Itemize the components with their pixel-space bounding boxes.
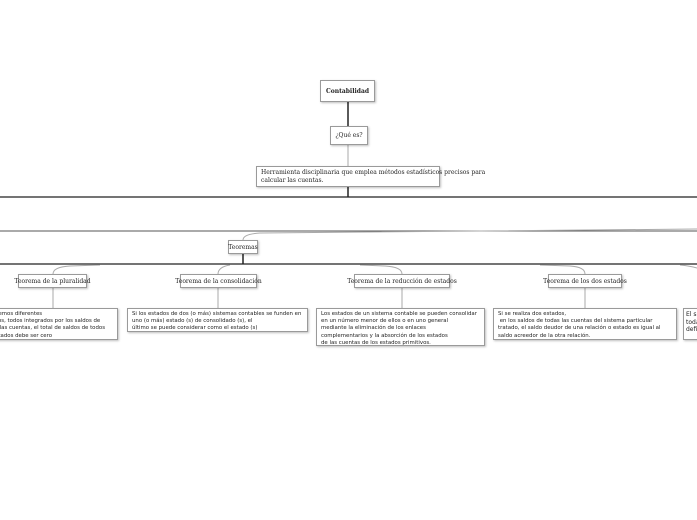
theorem-title: Teorema de la reducción de estados [347, 277, 457, 285]
theorem-title: Teorema de los dos estados [543, 277, 627, 285]
theorem-plurality-node[interactable]: Teorema de la pluralidad [14, 274, 91, 288]
consolidation-description[interactable]: Si los estados de dos (o más) sistemas c… [127, 308, 308, 332]
theorem-consolidation-node[interactable]: Teorema de la consolidación [175, 274, 262, 288]
definition-text: Herramienta disciplinaria que emplea mét… [261, 169, 486, 184]
fifth-theorem-description[interactable]: El s toda defi [683, 308, 697, 340]
theorems-label: Teoremas [228, 243, 258, 251]
question-node[interactable]: ¿Qué es? [330, 126, 368, 145]
theorem-two-states-node[interactable]: Teorema de los dos estados [543, 274, 627, 288]
plurality-description[interactable]: Si tenemos diferentes estados, todos int… [0, 308, 118, 340]
theorems-node[interactable]: Teoremas [228, 240, 258, 254]
root-label: Contabilidad [325, 87, 370, 95]
description-text: El s toda defi [686, 311, 697, 333]
root-node[interactable]: Contabilidad [320, 80, 375, 102]
description-text: Si los estados de dos (o más) sistemas c… [132, 311, 302, 332]
theorem-title: Teorema de la consolidación [175, 277, 262, 285]
theorem-reduction-node[interactable]: Teorema de la reducción de estados [347, 274, 457, 288]
description-text: Los estados de un sistema contable se pu… [321, 311, 477, 346]
description-text: Si se realiza dos estados, en los saldos… [498, 311, 661, 339]
description-text: Si tenemos diferentes estados, todos int… [0, 311, 106, 339]
question-label: ¿Qué es? [335, 132, 363, 139]
definition-node[interactable]: Herramienta disciplinaria que emplea mét… [256, 166, 485, 187]
theorem-title: Teorema de la pluralidad [14, 277, 91, 285]
reduction-description[interactable]: Los estados de un sistema contable se pu… [316, 308, 485, 346]
two-states-description[interactable]: Si se realiza dos estados, en los saldos… [493, 308, 677, 340]
